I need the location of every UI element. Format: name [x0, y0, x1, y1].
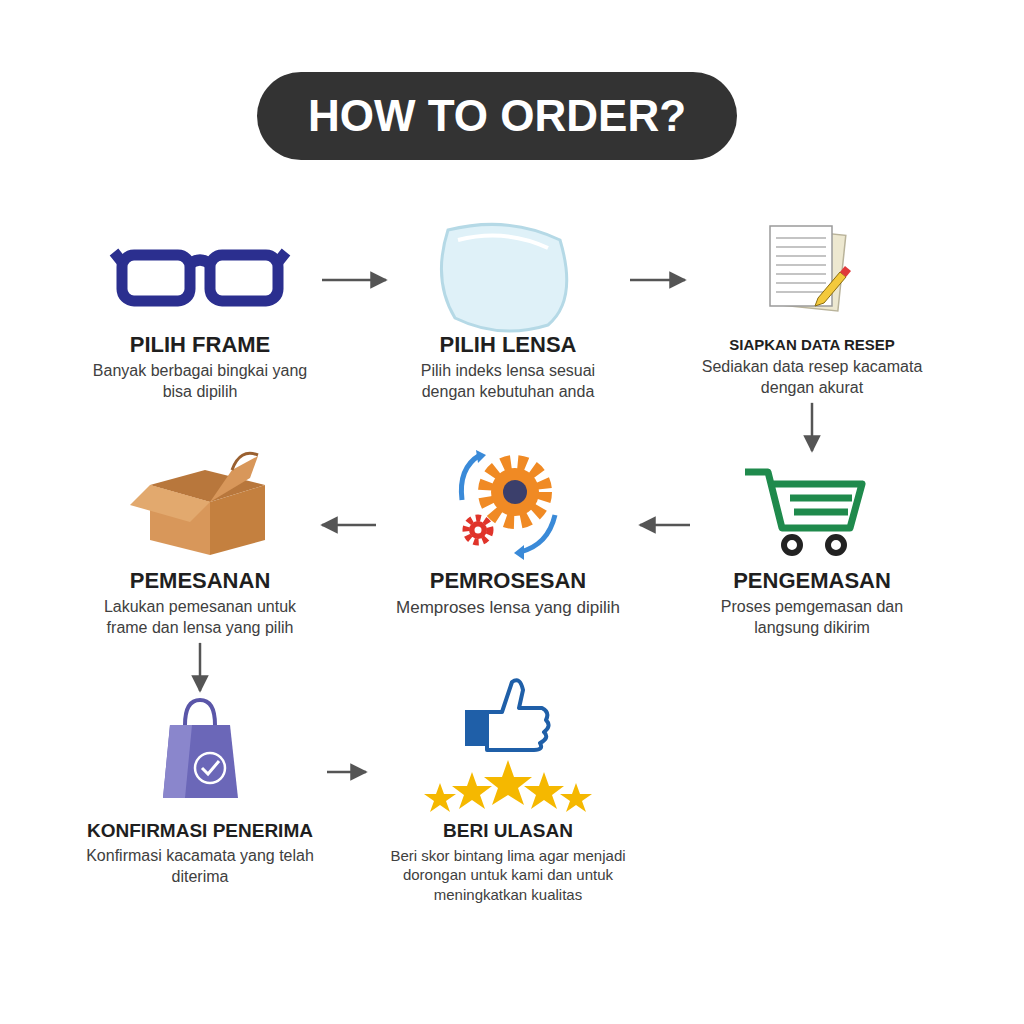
notepad-icon — [770, 226, 851, 311]
flow-arrow — [327, 771, 366, 774]
step-description: Sediakan data resep kacamata dengan akur… — [691, 357, 933, 399]
process-step: PEMROSESAN Memproses lensa yang dipilih — [378, 455, 638, 619]
review-step: BERI ULASAN Beri skor bintang lima agar m… — [368, 695, 648, 904]
thumbs-up-icon — [465, 680, 549, 750]
step-heading: BERI ULASAN — [372, 820, 644, 842]
prescription-step: SIAPKAN DATA RESEP Sediakan data resep ka… — [687, 220, 937, 399]
step-description: Konfirmasi kacamata yang telah diterima — [79, 846, 321, 888]
step-heading: SIAPKAN DATA RESEP — [691, 336, 933, 353]
flow-arrow — [322, 524, 376, 527]
step-heading: PILIH LENSA — [392, 332, 624, 357]
step-description: Pilih indeks lensa sesuai dengan kebutuh… — [392, 361, 624, 403]
flow-arrow — [630, 279, 685, 282]
step-heading: PEMESANAN — [84, 568, 316, 593]
flow-arrow — [322, 279, 386, 282]
step-heading: KONFIRMASI PENERIMA — [79, 820, 321, 842]
bag-icon — [163, 700, 238, 798]
packing-step: PENGEMASAN Proses pemgemasan dan langsung… — [692, 455, 932, 639]
title-pill: HOW TO ORDER? — [257, 72, 737, 160]
step-description: Lakukan pemesanan untuk frame dan lensa … — [84, 597, 316, 639]
gears-icon — [461, 450, 555, 560]
frame-step: PILIH FRAME Banyak berbagai bingkai yang … — [80, 220, 320, 403]
lens-icon — [441, 224, 566, 331]
cart-icon — [745, 472, 862, 553]
box-icon — [130, 453, 265, 555]
step-description: Beri skor bintang lima agar menjadi doro… — [372, 846, 644, 905]
flow-arrow — [199, 643, 202, 691]
order-step: PEMESANAN Lakukan pemesanan untuk frame d… — [80, 455, 320, 639]
lens-step: PILIH LENSA Pilih indeks lensa sesuai den… — [388, 220, 628, 403]
flow-arrow — [640, 524, 690, 527]
flow-arrow — [811, 403, 814, 451]
star-rating-icon — [424, 760, 592, 812]
confirm-step: KONFIRMASI PENERIMA Konfirmasi kacamata y… — [75, 695, 325, 887]
step-heading: PEMROSESAN — [382, 568, 634, 593]
step-description: Banyak berbagai bingkai yang bisa dipili… — [84, 361, 316, 403]
step-heading: PENGEMASAN — [696, 568, 928, 593]
glasses-icon — [114, 252, 286, 301]
step-heading: PILIH FRAME — [84, 332, 316, 357]
step-description: Memproses lensa yang dipilih — [382, 597, 634, 619]
step-description: Proses pemgemasan dan langsung dikirim — [696, 597, 928, 639]
